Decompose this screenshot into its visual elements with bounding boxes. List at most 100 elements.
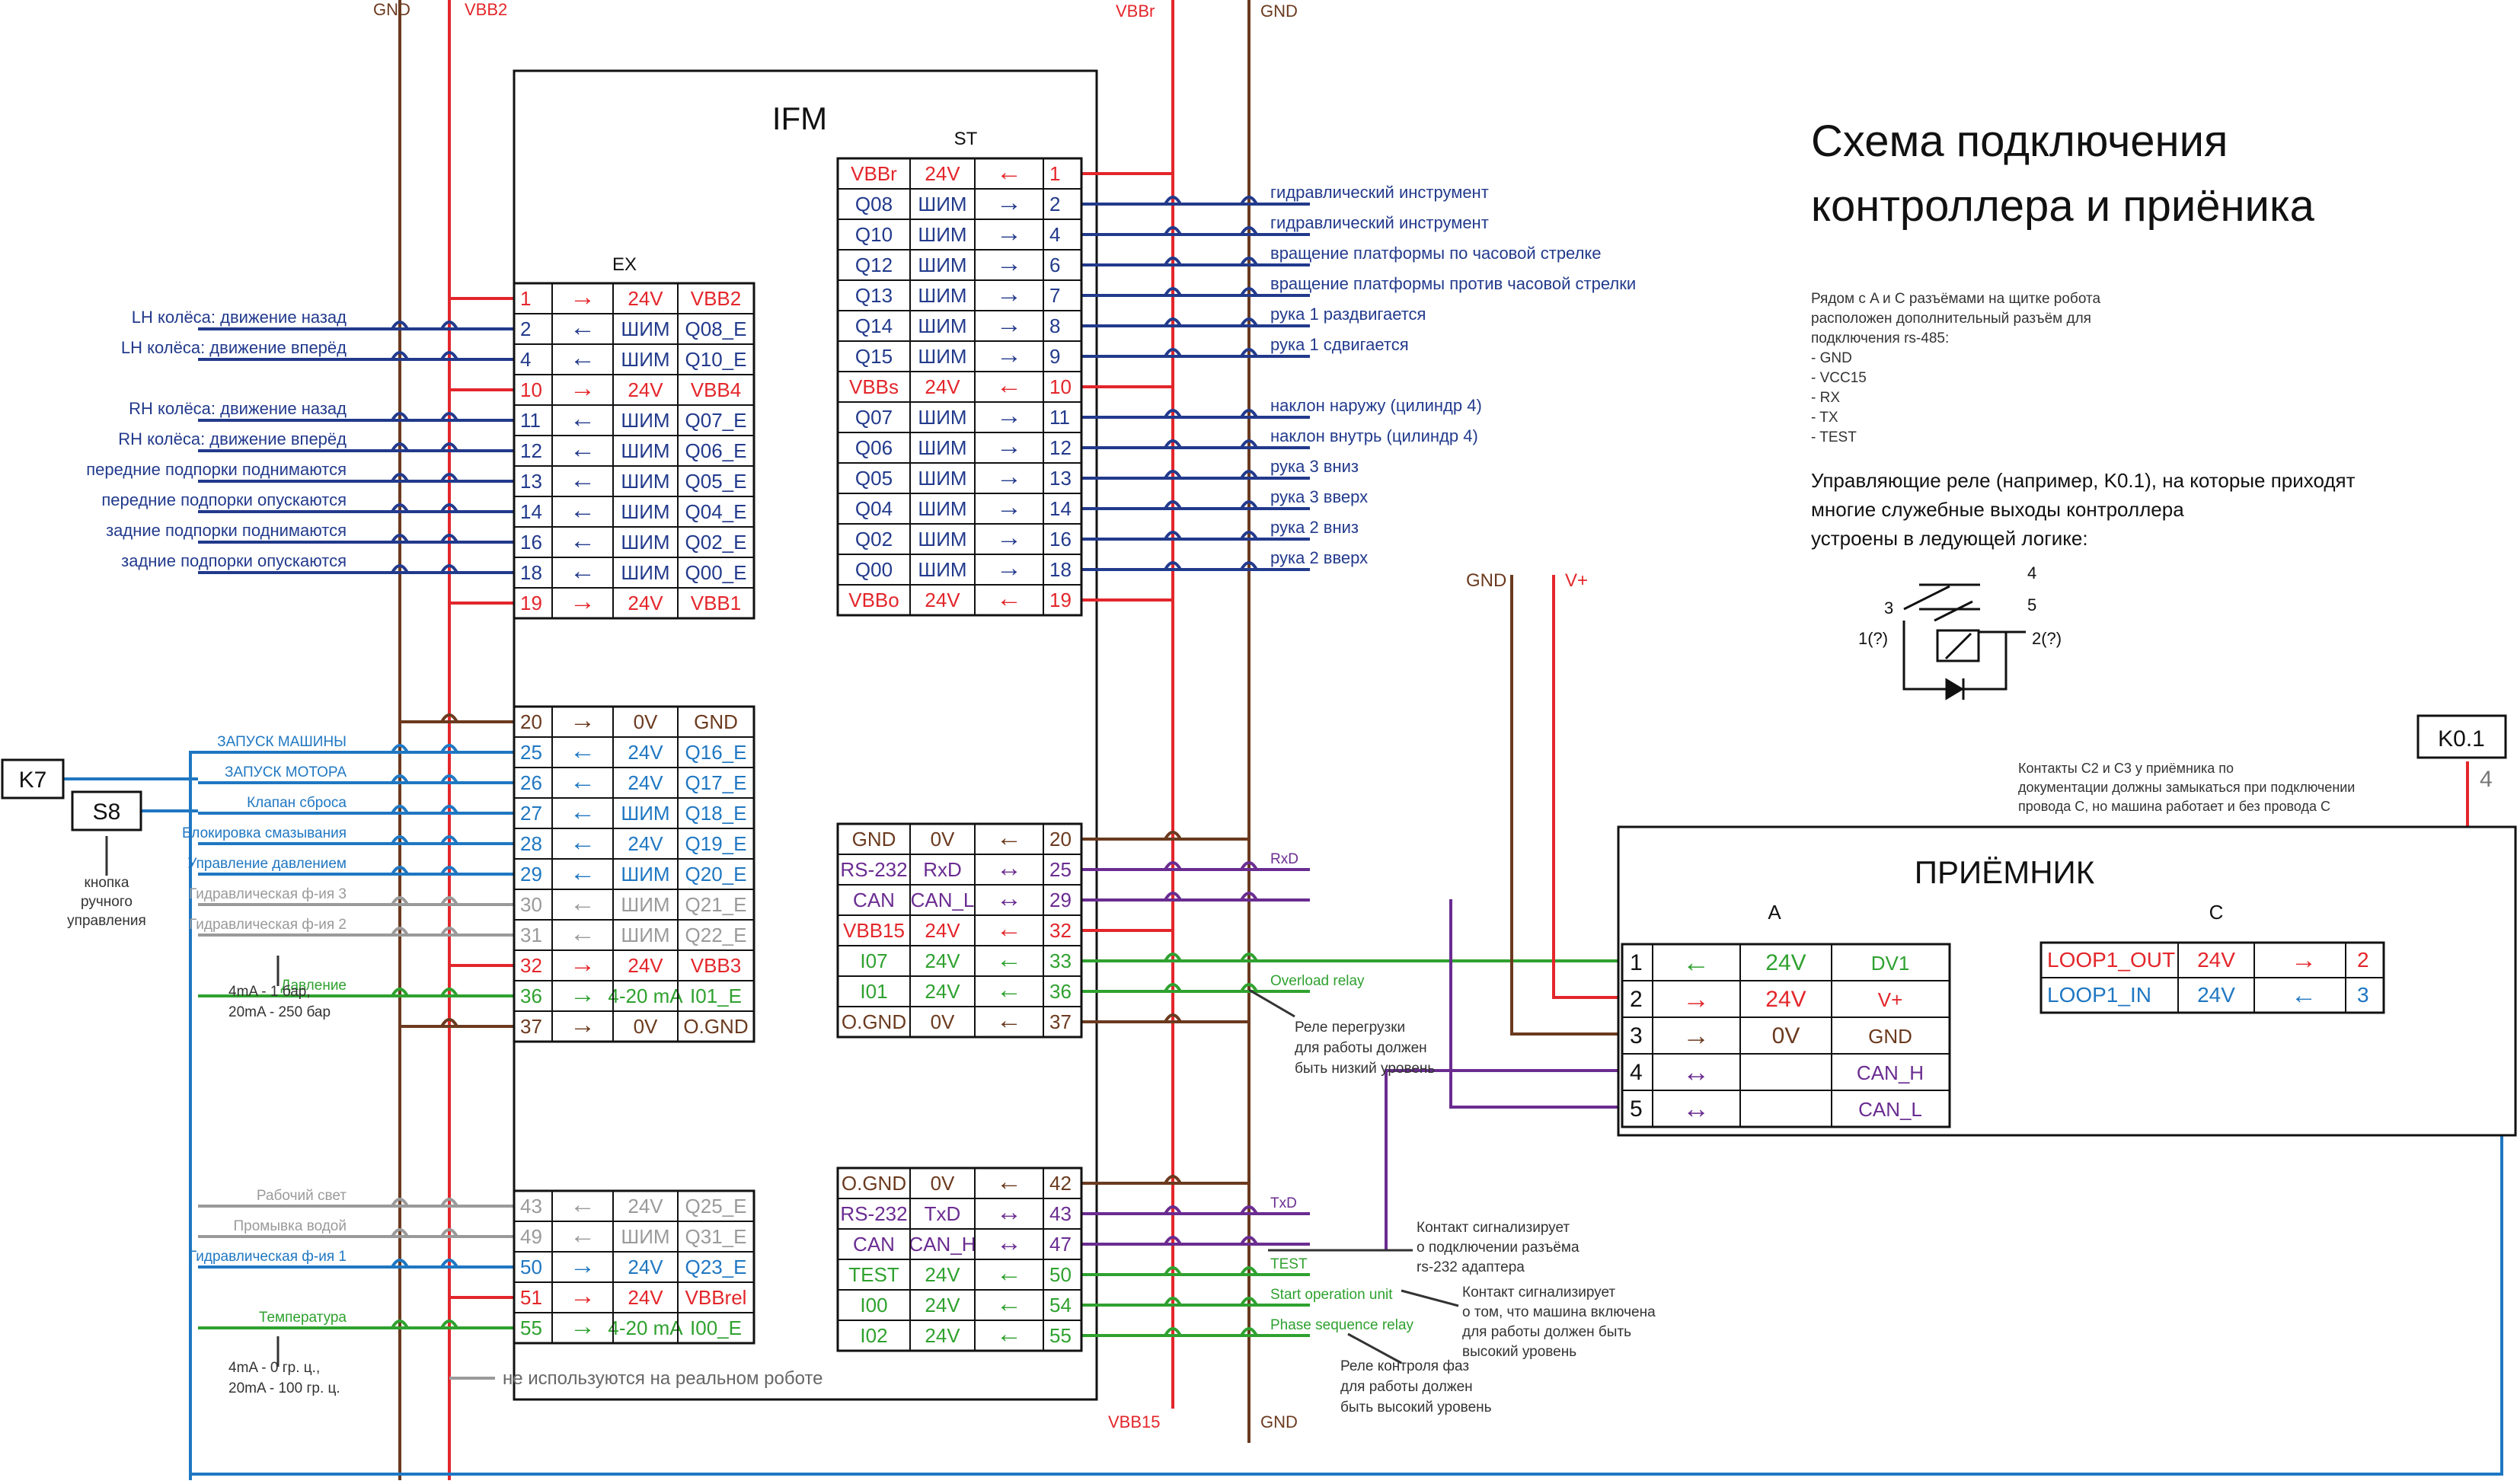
ex3-val-49: ШИМ [621, 1225, 669, 1248]
ex2-val-27: ШИМ [621, 802, 669, 825]
st3-wire-47 [1081, 1236, 1310, 1246]
st-name-7: Q13 [855, 284, 893, 307]
st-wire-18 [1081, 561, 1310, 571]
ex3-val-50: 24V [628, 1256, 663, 1278]
vbb15-label: VBB15 [1108, 1412, 1161, 1431]
ex-val-12: ШИМ [621, 439, 669, 462]
st3-pin-55: 55 [1049, 1324, 1072, 1347]
ex2-arrow-28: ← [570, 828, 596, 857]
receiver-a-arrow-3: → [1682, 1020, 1710, 1051]
ex-name-19: VBB1 [691, 592, 742, 614]
st3-val-50: 24V [925, 1263, 960, 1286]
st2-pin-33: 33 [1049, 949, 1072, 972]
ex-name-11: Q07_E [685, 409, 747, 432]
st-name-4: Q10 [855, 223, 893, 246]
ex-arrow-4: ← [570, 343, 596, 372]
st2-val-33: 24V [925, 949, 960, 972]
gnd-right-label: GND [1260, 2, 1298, 21]
wires [63, 172, 2503, 1484]
st3-arrow-55: ← [996, 1320, 1022, 1348]
st-arrow-10: ← [996, 371, 1022, 400]
rs485-note-line-1: расположен дополнительный разъём для [1811, 311, 2091, 327]
ex-arrow-12: ← [570, 435, 596, 464]
st-arrow-6: → [996, 249, 1022, 278]
ex2-pin-27: 27 [520, 802, 542, 825]
ex-pin-18: 18 [520, 561, 542, 584]
ex2-wire-27 [198, 805, 514, 815]
st-connector-label: ST [954, 129, 978, 149]
st-val-19: 24V [925, 589, 960, 611]
st2-pin-32: 32 [1049, 919, 1072, 942]
start-note-line-3: высокий уровень [1462, 1344, 1576, 1360]
ex3-wire-55 [198, 1320, 514, 1329]
ex3-pin-50: 50 [520, 1256, 542, 1278]
st3-pin-47: 47 [1049, 1233, 1072, 1256]
vplus-label: V+ [1565, 570, 1588, 591]
st3-val-42: 0V [931, 1172, 955, 1195]
rs485-note-line-5: - RX [1811, 390, 1840, 406]
ex-pin-12: 12 [520, 439, 542, 462]
receiver-a-arrow-2: → [1682, 983, 1710, 1014]
st3-arrow-43: ↔ [996, 1198, 1022, 1227]
st-val-16: ШИМ [918, 528, 966, 551]
receiver-a-val-2: 24V [1765, 987, 1806, 1012]
ex-arrow-13: ← [570, 465, 596, 494]
start-note-line-0: Контакт сигнализирует [1462, 1285, 1615, 1300]
start-note-line-1: о том, что машина включена [1462, 1304, 1656, 1320]
st3-wire-42 [1081, 1175, 1249, 1185]
ex3-pin-49: 49 [520, 1225, 542, 1248]
relay-note-line-2: устроены в ледующей логике: [1811, 527, 2088, 550]
ex2-val-30: ШИМ [621, 893, 669, 916]
vbb2-label: VBB2 [465, 0, 507, 19]
st2-wire-20 [1081, 831, 1249, 841]
st-wire-12 [1081, 439, 1310, 449]
st2-pin-25: 25 [1049, 858, 1072, 881]
st3-arrow-47: ↔ [996, 1228, 1022, 1257]
st2-label-25: RxD [1270, 851, 1298, 867]
st-label-7: вращение платформы против часовой стрелк… [1270, 274, 1636, 293]
st3-label-54: Start operation unit [1270, 1287, 1393, 1303]
st-wire-16 [1081, 531, 1310, 541]
ex2-label-26: ЗАПУСК МОТОРА [225, 764, 347, 780]
ex2-val-36: 4-20 mA [608, 985, 683, 1007]
ex2-label-36: Давление [281, 978, 347, 994]
st-label-2: гидравлический инструмент [1270, 183, 1489, 202]
receiver-a-name-2: V+ [1878, 988, 1903, 1011]
ex2-val-31: ШИМ [621, 924, 669, 946]
ex2-arrow-31: ← [570, 919, 596, 948]
st-name-8: Q14 [855, 314, 893, 337]
s8-box [71, 790, 142, 831]
st2-wire-37 [1081, 1013, 1249, 1023]
st2-arrow-20: ← [996, 823, 1022, 852]
ex3-name-50: Q23_E [685, 1256, 747, 1278]
ex-wire-12 [198, 442, 514, 452]
ex-label-2: LH колёса: движение назад [132, 308, 347, 327]
receiver-title: ПРИЁМНИК [1915, 854, 2095, 890]
ex2-name-30: Q21_E [685, 893, 747, 916]
st-label-12: наклон внутрь (цилиндр 4) [1270, 426, 1478, 445]
test-note-line-1: о подключении разъёма [1417, 1240, 1580, 1256]
ex3-arrow-49: ← [570, 1221, 596, 1249]
st-pin-19: 19 [1049, 589, 1072, 611]
receiver-c-arrow-3: ← [2291, 981, 2317, 1010]
st-val-11: ШИМ [918, 406, 966, 429]
ex-name-16: Q02_E [685, 531, 747, 554]
ifm-title: IFM [772, 101, 827, 136]
ex2-label-31: Гидравлическая ф-ия 2 [189, 917, 347, 933]
ex2-val-28: 24V [628, 832, 663, 855]
st2-pin-36: 36 [1049, 980, 1072, 1003]
ex-arrow-2: ← [570, 313, 596, 342]
ex-val-19: 24V [628, 592, 663, 614]
ex2-pin-20: 20 [520, 710, 542, 733]
st-arrow-13: → [996, 462, 1022, 491]
ex2-label-29: Управление давлением [187, 856, 347, 872]
ex-arrow-19: → [570, 587, 596, 616]
receiver-a-val-3: 0V [1772, 1023, 1800, 1048]
st-arrow-16: → [996, 523, 1022, 552]
ex2-val-29: ШИМ [621, 863, 669, 886]
st-pin-12: 12 [1049, 436, 1072, 459]
